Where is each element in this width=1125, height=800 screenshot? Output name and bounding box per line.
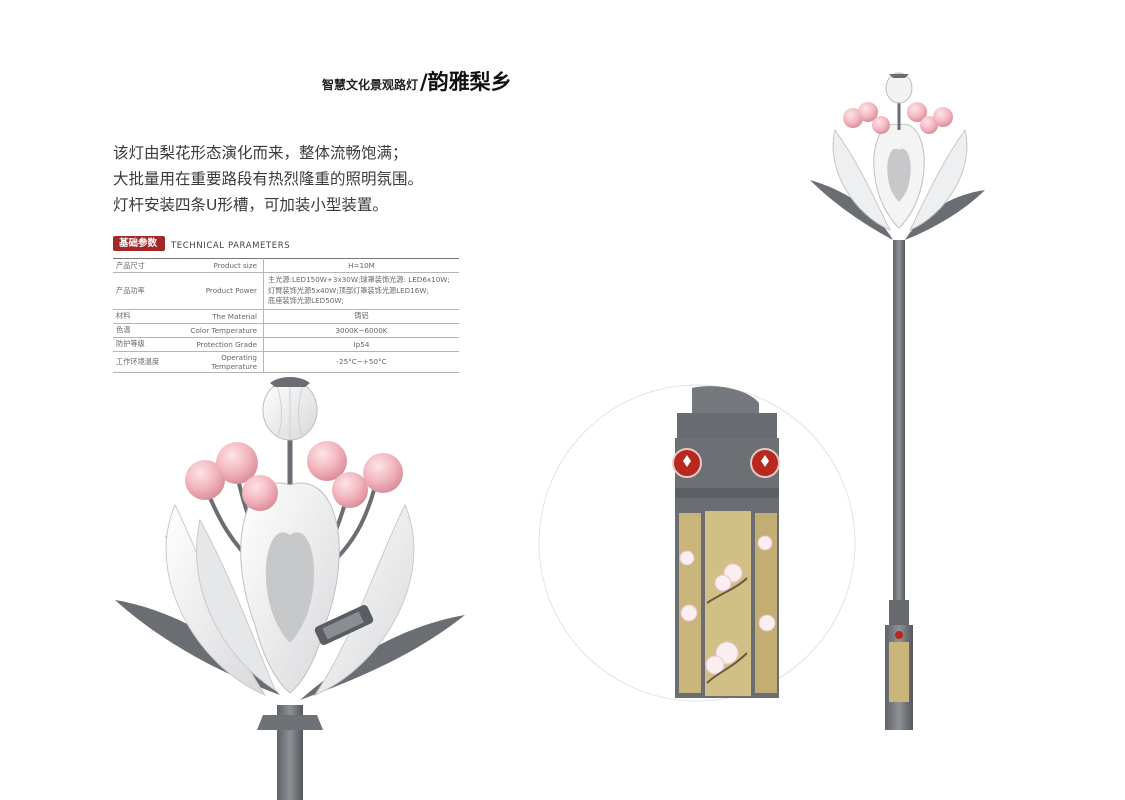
param-label-en: The Material [174,309,264,323]
pole-base-detail [538,384,856,702]
param-label-en: Product size [174,258,264,273]
param-value: -25°C~+50°C [336,357,387,366]
param-value-line: 主光源:LED150W+3x30W;球罩装饰光源: LED6x10W; [268,275,450,284]
table-row: 产品尺寸 Product size H=10M [113,258,459,273]
page-title: 智慧文化景观路灯/韵雅梨乡 [322,66,512,96]
param-value: 主光源:LED150W+3x30W;球罩装饰光源: LED6x10W; 灯臂装饰… [264,273,460,310]
params-badge: 基础参数 [113,236,166,251]
param-label-zh: 产品尺寸 [116,260,145,270]
table-row: 防护等级 Protection Grade Ip54 [113,337,459,351]
table-row: 产品功率 Product Power 主光源:LED150W+3x30W;球罩装… [113,272,460,310]
params-heading-en: TECHNICAL PARAMETERS [171,241,291,251]
param-label-en: Product Power [174,272,264,309]
table-row: 材料 The Material 铸铝 [113,309,459,323]
title-prefix: 智慧文化景观路灯 [322,78,419,92]
title-main: /韵雅梨乡 [420,70,512,94]
param-value: 3000K~6000K [335,325,388,335]
full-pole-illustration [810,72,985,730]
description-line: 灯杆安装四条U形槽，可加装小型装置。 [113,196,388,214]
params-table: 产品尺寸 Product size H=10M 产品功率 Product Pow… [113,258,459,373]
param-value-line: 灯臂装饰光源5x40W;顶部灯罩装饰光源LED16W; [268,285,429,295]
description-line: 大批量用在重要路段有热烈隆重的照明氛围。 [113,170,424,188]
param-label-zh: 工作环境温度 [116,356,160,366]
lamp-head-illustration [115,377,465,800]
param-label-zh: 产品功率 [116,285,145,295]
param-label-en: Operating Temperature [174,351,264,372]
param-value-line: 底座装饰光源LED50W; [268,296,344,305]
param-label-zh: 材料 [116,311,131,320]
table-row: 工作环境温度 Operating Temperature -25°C~+50°C [113,351,459,372]
param-value: Ip54 [353,339,370,349]
params-header: 基础参数 TECHNICAL PARAMETERS [113,236,459,258]
param-label-en: Protection Grade [174,337,264,351]
description-line: 该灯由梨花形态演化而来，整体流畅饱满； [113,144,408,162]
param-label-en: Color Temperature [174,323,264,337]
description: 该灯由梨花形态演化而来，整体流畅饱满； 大批量用在重要路段有热烈隆重的照明氛围。… [113,140,493,218]
param-label-zh: 防护等级 [116,339,145,348]
technical-parameters: 基础参数 TECHNICAL PARAMETERS 产品尺寸 Product s… [113,236,459,373]
param-value: 铸铝 [354,311,369,320]
table-row: 色温 Color Temperature 3000K~6000K [113,323,459,337]
param-label-zh: 色温 [116,325,131,334]
param-value: H=10M [348,261,375,270]
